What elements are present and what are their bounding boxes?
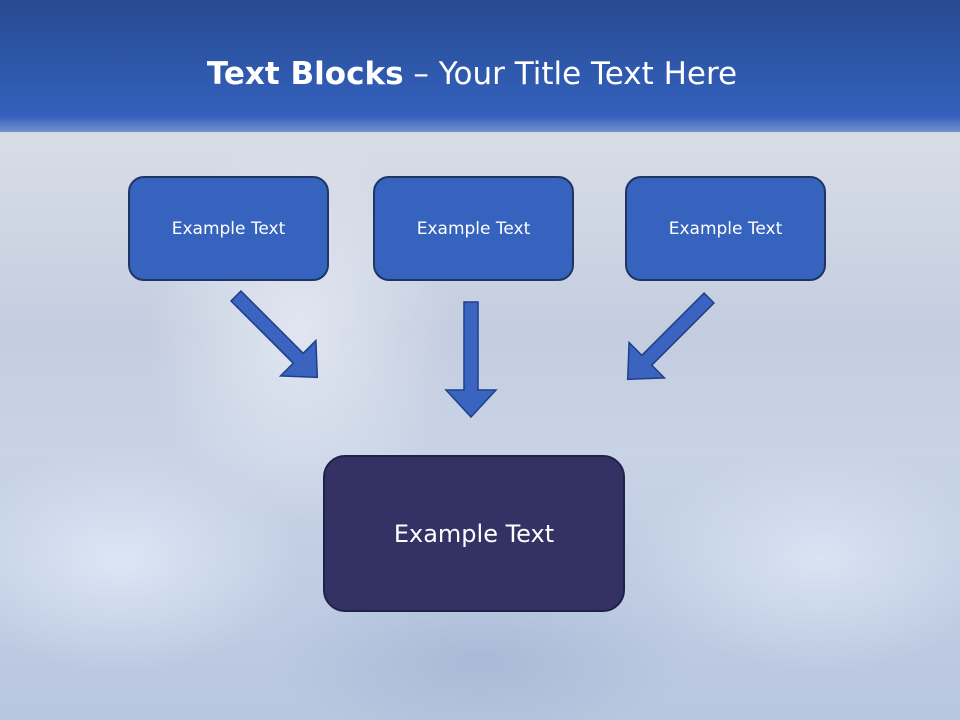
text-block-1-label: Example Text — [171, 218, 286, 239]
text-block-3[interactable]: Example Text — [625, 176, 826, 281]
slide-title-bold: Text Blocks — [206, 56, 404, 92]
text-block-2[interactable]: Example Text — [373, 176, 574, 281]
arrow-down-right-icon — [217, 277, 336, 396]
main-text-block-label: Example Text — [393, 519, 555, 548]
arrow-down-icon — [445, 301, 497, 418]
main-text-block[interactable]: Example Text — [323, 455, 625, 612]
arrow-down-left-icon — [609, 279, 728, 398]
title-bar — [0, 0, 960, 132]
slide-title: Text Blocks – Your Title Text Here — [0, 52, 944, 96]
text-block-3-label: Example Text — [668, 218, 783, 239]
slide-title-rest: – Your Title Text Here — [403, 56, 738, 92]
text-block-2-label: Example Text — [416, 218, 531, 239]
text-block-1[interactable]: Example Text — [128, 176, 329, 281]
